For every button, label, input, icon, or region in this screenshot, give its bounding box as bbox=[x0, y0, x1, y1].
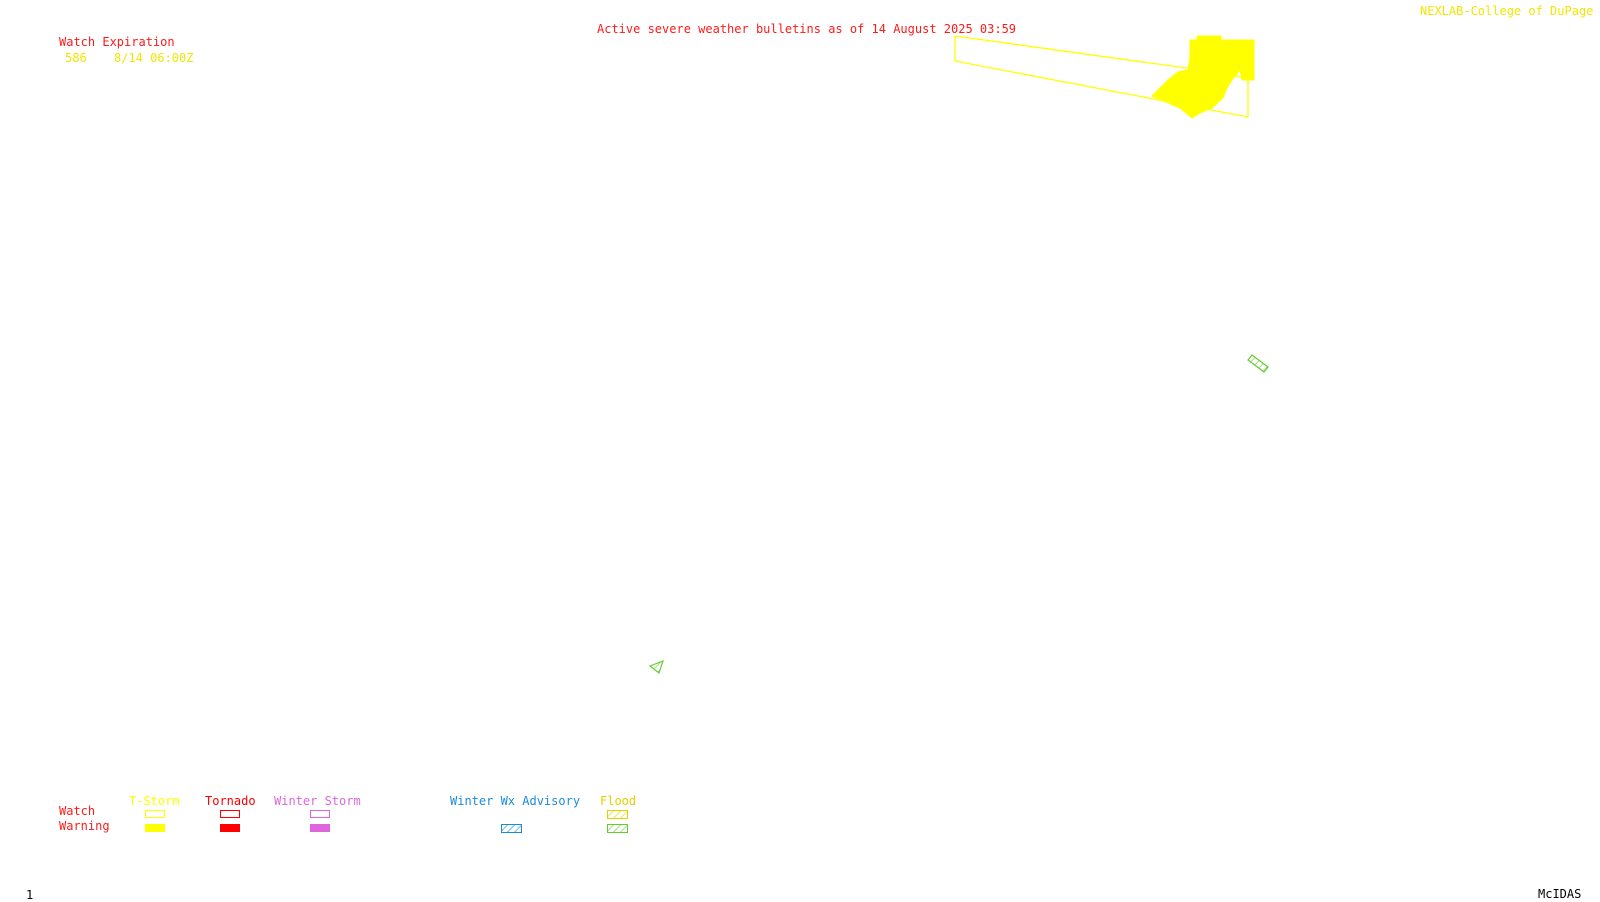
legend-winter-storm-warning-swatch bbox=[310, 824, 330, 832]
legend-tstorm-watch-swatch bbox=[145, 810, 165, 818]
legend-watch-row-label: Watch bbox=[59, 804, 96, 818]
legend-tstorm-warning-swatch bbox=[145, 824, 165, 832]
watch-id: 586 bbox=[65, 51, 87, 65]
frame-number: 1 bbox=[26, 888, 34, 902]
legend-flood-watch-swatch bbox=[607, 810, 628, 819]
legend-tornado-label: Tornado bbox=[205, 794, 256, 808]
legend-winter-storm-label: Winter Storm bbox=[274, 794, 361, 808]
legend-warning-row-label: Warning bbox=[59, 819, 110, 833]
legend-flood-warning-swatch bbox=[607, 824, 628, 833]
flood-warning-hatched bbox=[1247, 354, 1269, 373]
legend-tornado-warning-swatch bbox=[220, 824, 240, 832]
tstorm-warning-fill bbox=[1151, 35, 1255, 119]
legend-winter-adv-warning-swatch bbox=[501, 824, 522, 833]
legend-tstorm-label: T-Storm bbox=[129, 794, 180, 808]
legend-winter-adv-label: Winter Wx Advisory bbox=[450, 794, 581, 808]
watch-expires: 8/14 06:00Z bbox=[114, 51, 194, 65]
legend-flood-label: Flood bbox=[600, 794, 637, 808]
page-title: Active severe weather bulletins as of 14… bbox=[597, 22, 1017, 36]
legend-winter-storm-watch-swatch bbox=[310, 810, 330, 818]
software-label: McIDAS bbox=[1538, 887, 1582, 901]
credit-label: NEXLAB-College of DuPage R bbox=[1420, 4, 1600, 18]
watch-expiration-label: Watch Expiration bbox=[59, 35, 175, 49]
flood-warning-hatched bbox=[648, 659, 664, 674]
tstorm-watch-outline bbox=[954, 35, 1249, 118]
legend-tornado-watch-swatch bbox=[220, 810, 240, 818]
